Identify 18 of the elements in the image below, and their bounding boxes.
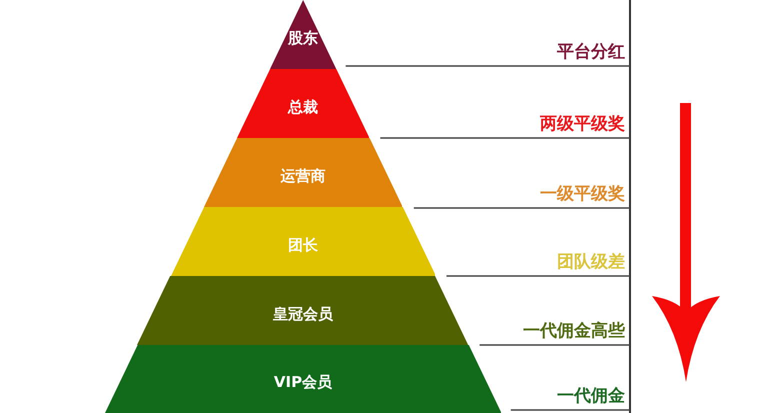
level-label: 运营商 bbox=[280, 166, 326, 185]
pyramid-band bbox=[104, 345, 502, 413]
reward-label: 平台分红 bbox=[557, 42, 625, 63]
level-label: VIP会员 bbox=[274, 373, 332, 392]
reward-label: 一级平级奖 bbox=[540, 184, 625, 205]
pyramid-apex bbox=[270, 0, 336, 69]
reward-label: 一代佣金高些 bbox=[523, 321, 625, 342]
reward-label: 两级平级奖 bbox=[540, 114, 625, 135]
level-label: 皇冠会员 bbox=[272, 304, 333, 323]
level-label: 总裁 bbox=[288, 98, 318, 116]
reward-label: 团队级差 bbox=[557, 252, 625, 273]
pyramid-band bbox=[137, 276, 469, 345]
reward-label: 一代佣金 bbox=[557, 386, 625, 407]
level-label: 团长 bbox=[288, 236, 318, 254]
pyramid-band bbox=[204, 138, 402, 207]
pyramid-band bbox=[236, 69, 370, 138]
level-label: 股东 bbox=[288, 28, 318, 47]
pyramid-band bbox=[170, 207, 436, 276]
